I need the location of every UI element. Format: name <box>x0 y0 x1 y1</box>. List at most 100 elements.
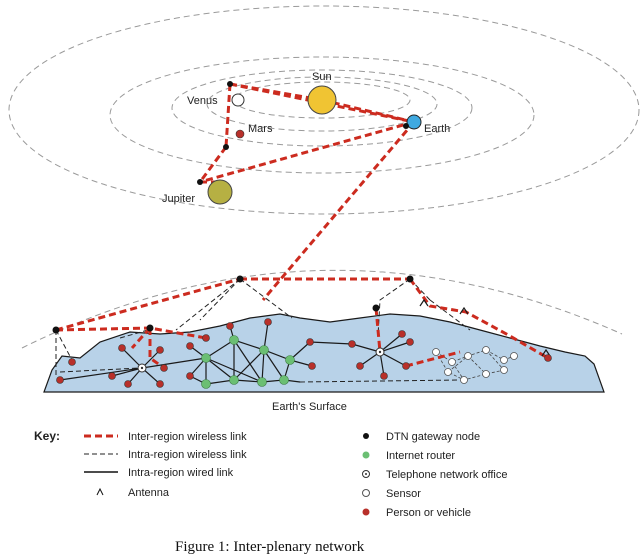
legend-person-label: Person or vehicle <box>386 507 471 519</box>
person-node <box>308 362 316 370</box>
router-node <box>279 375 289 385</box>
orbit-earth <box>171 69 473 147</box>
person-node <box>156 346 164 354</box>
person-node <box>348 340 356 348</box>
antenna-icon <box>541 348 551 357</box>
sensors <box>432 346 518 384</box>
legend-router-label: Internet router <box>386 450 455 462</box>
router-node <box>285 355 295 365</box>
person-node <box>160 364 168 372</box>
jupiter-label: Jupiter <box>162 193 195 205</box>
persons-vehicles <box>56 318 552 388</box>
legend-antenna-label: Antenna <box>128 487 170 499</box>
router-node <box>229 375 239 385</box>
jupiter-icon <box>207 179 233 205</box>
ground-gateways <box>52 275 414 334</box>
legend: Key: Inter-region wireless link Intra-re… <box>34 429 508 519</box>
router-node <box>229 335 239 345</box>
legend-sensor-label: Sensor <box>386 488 421 500</box>
person-node <box>398 330 406 338</box>
earth-land <box>43 313 605 393</box>
sensor-node <box>510 352 518 360</box>
dtn-gateway-node <box>372 304 380 312</box>
sensor-node <box>482 370 490 378</box>
sun-icon <box>307 85 337 115</box>
orbit-mars <box>206 76 438 132</box>
person-node <box>356 362 364 370</box>
earth-label: Earth <box>424 123 450 135</box>
legend-intra-wired-label: Intra-region wired link <box>128 467 234 479</box>
person-node <box>118 344 126 352</box>
sensor-node <box>444 368 452 376</box>
person-node <box>186 342 194 350</box>
legend-telephone-label: Telephone network office <box>386 469 508 481</box>
sensor-node <box>500 366 508 374</box>
person-node <box>186 372 194 380</box>
antenna-icon <box>419 298 429 307</box>
person-node <box>68 358 76 366</box>
legend-sensor-swatch <box>362 489 370 497</box>
person-node <box>406 338 414 346</box>
orbits <box>8 5 640 215</box>
key-title: Key: <box>34 429 60 443</box>
person-node <box>264 318 272 326</box>
router-node <box>201 353 211 363</box>
router-node <box>259 345 269 355</box>
person-node <box>156 380 164 388</box>
sensor-node <box>460 376 468 384</box>
legend-inter-label: Inter-region wireless link <box>128 431 247 443</box>
person-node <box>306 338 314 346</box>
telephone-office-node <box>140 366 144 370</box>
person-node <box>108 372 116 380</box>
legend-telephone-dot <box>365 473 367 475</box>
person-node <box>226 322 234 330</box>
figure-caption: Figure 1: Inter-plenary network <box>175 539 365 554</box>
venus-label: Venus <box>187 95 218 107</box>
person-or-vehicle-node <box>235 129 245 139</box>
venus-icon <box>231 93 245 107</box>
person-node <box>56 376 64 384</box>
router-node <box>201 379 211 389</box>
legend-dtn-swatch <box>363 433 369 439</box>
person-node <box>402 362 410 370</box>
space-nodes <box>197 81 409 185</box>
dtn-gateway-node <box>52 326 60 334</box>
legend-person-swatch <box>362 508 370 516</box>
sun-label: Sun <box>312 71 332 83</box>
internet-routers <box>201 335 295 389</box>
planets <box>207 85 422 205</box>
mars-label: Mars <box>248 123 273 135</box>
person-node <box>380 372 388 380</box>
antenna-icon <box>459 306 469 315</box>
sensor-node <box>464 352 472 360</box>
dtn-gateway-node <box>146 324 154 332</box>
antenna-markers <box>419 298 551 357</box>
sensor-node <box>500 356 508 364</box>
person-node <box>544 354 552 362</box>
legend-dtn-label: DTN gateway node <box>386 431 480 443</box>
antenna-icon <box>96 487 104 496</box>
sensor-node <box>482 346 490 354</box>
atmosphere-arc <box>21 269 623 349</box>
telephone-offices <box>137 347 385 373</box>
person-node <box>202 334 210 342</box>
intra-wired-links <box>59 321 411 385</box>
orbit-outer <box>8 5 640 215</box>
dtn-gateway-node <box>403 123 409 129</box>
orbit-jupiter <box>109 56 535 174</box>
legend-intra-wireless-label: Intra-region wireless link <box>128 449 247 461</box>
earth-surface-label: Earth's Surface <box>272 401 347 413</box>
earth-icon <box>406 114 422 130</box>
person-node <box>124 380 132 388</box>
dtn-gateway-node <box>197 179 203 185</box>
sensor-node <box>432 348 440 356</box>
dtn-gateway-node <box>406 275 414 283</box>
dtn-gateway-node <box>227 81 233 87</box>
router-node <box>257 377 267 387</box>
sensor-node <box>448 358 456 366</box>
dtn-gateway-node <box>223 144 229 150</box>
telephone-office-node <box>378 350 382 354</box>
legend-router-swatch <box>362 451 370 459</box>
